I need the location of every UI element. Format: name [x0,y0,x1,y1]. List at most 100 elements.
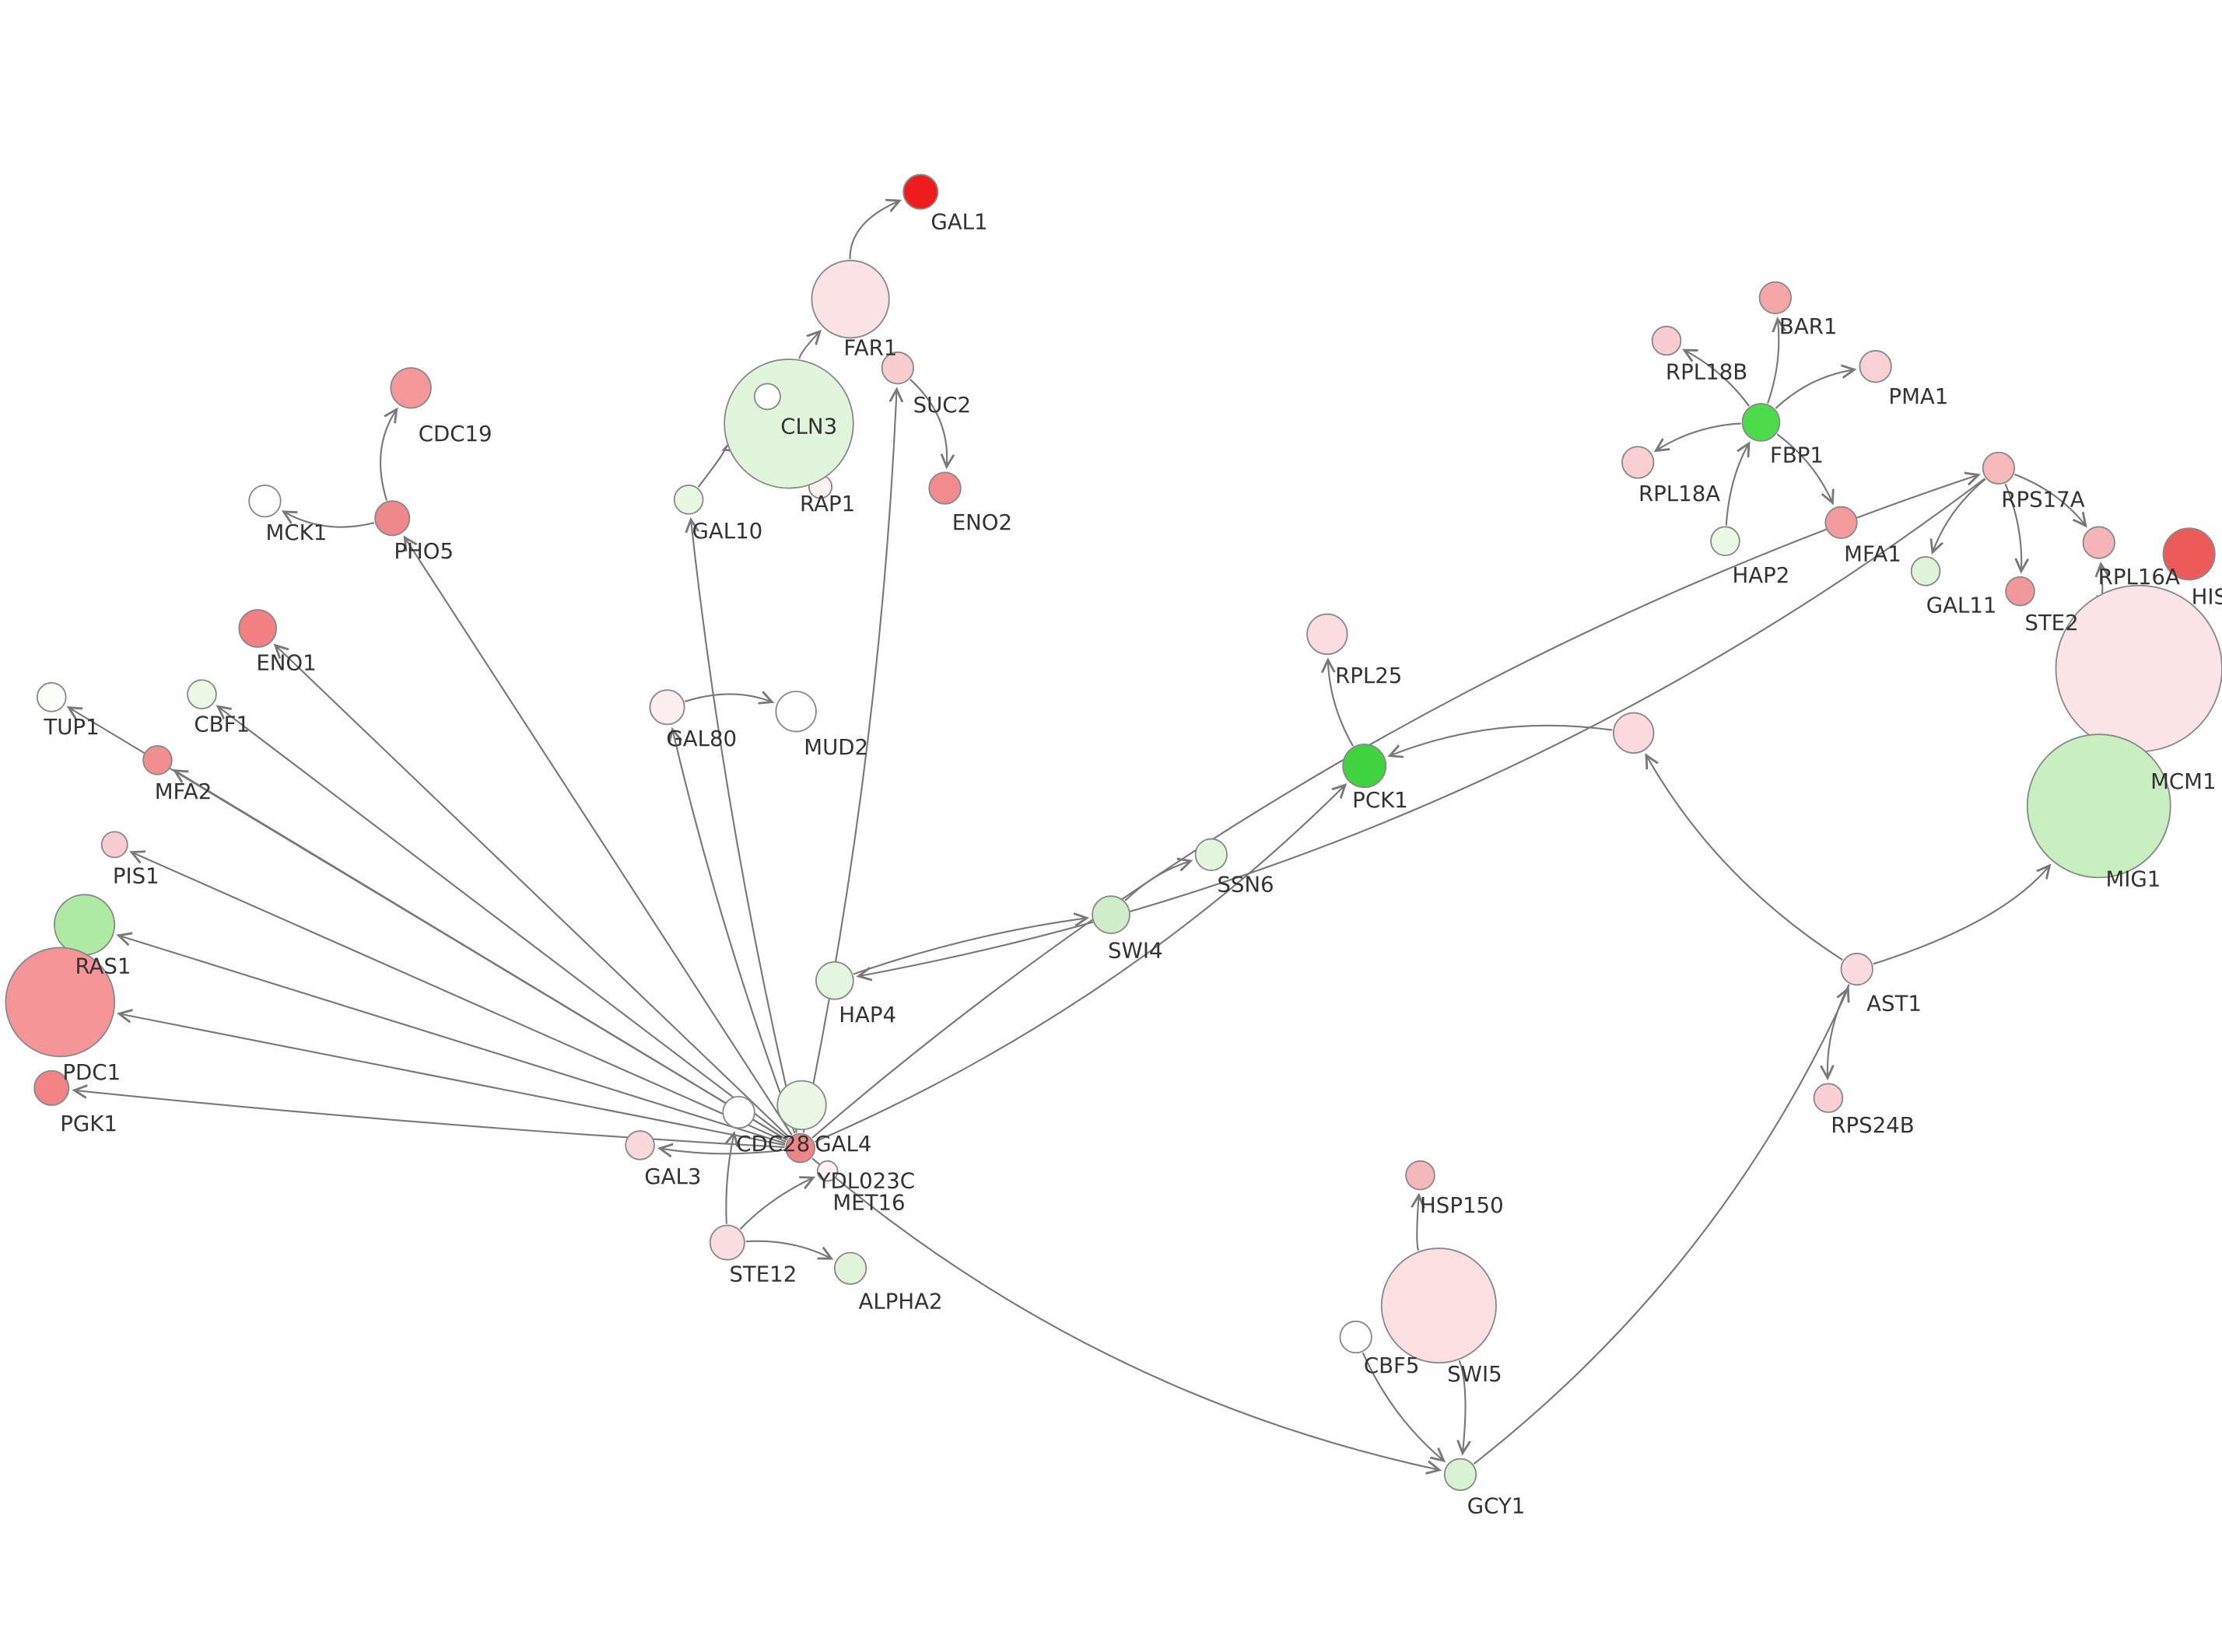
labels-layer: RAP1MCM1MIG1CLN3FAR1GAL1SUC2ENO2GAL10CDC… [43,208,2222,1518]
node-mig1[interactable] [2026,733,2171,879]
node-mfa1[interactable] [1824,506,1858,539]
node-cln3b[interactable] [753,383,781,411]
node-ste2[interactable] [2005,576,2035,607]
node-rpl18b[interactable] [1651,325,1682,356]
node-gal4[interactable] [785,1132,815,1164]
node-rpl18a[interactable] [1621,446,1655,479]
edge-gal4-gcy1 [811,1157,1439,1470]
node-label-cbf5: CBF5 [1364,1353,1420,1378]
node-label-his4: HIS4 [2192,584,2222,610]
node-cbf1[interactable] [187,679,217,709]
node-ast1[interactable] [1840,952,1873,986]
edge-gal80-mud2 [685,694,772,702]
node-pck1[interactable] [1342,744,1387,789]
node-label-gal80: GAL80 [666,726,737,751]
node-eno1[interactable] [238,609,278,648]
node-gal10[interactable] [673,485,704,515]
edge-ast1-rps24b [1828,984,1850,1078]
node-hap4[interactable] [815,961,854,1000]
node-cdc19[interactable] [390,367,432,409]
node-label-ste12: STE12 [729,1261,797,1286]
node-fbp1[interactable] [1741,403,1781,442]
node-gal1[interactable] [902,173,939,210]
node-pgk1[interactable] [33,1069,70,1106]
node-mck1[interactable] [248,485,282,518]
edge-fbp1-mfa1 [1776,433,1832,502]
node-label-mcm1: MCM1 [2150,768,2216,794]
node-alpha2[interactable] [833,1251,867,1285]
edge-gcy1-ast1 [1473,989,1848,1465]
node-label-gal3: GAL3 [644,1164,701,1189]
node-label-pck1: PCK1 [1352,787,1408,813]
node-label-eno1: ENO1 [256,649,316,675]
node-gal3[interactable] [625,1130,655,1160]
node-pis1[interactable] [100,831,128,859]
edge-gal4-gal80 [672,730,796,1134]
node-label-swi4: SWI4 [1108,937,1162,963]
node-label-bar1: BAR1 [1779,313,1838,339]
node-label-ydl023c: YDL023C [817,1168,915,1194]
node-ste12[interactable] [709,1224,745,1261]
node-ydl023c[interactable] [776,1080,827,1131]
node-far1[interactable] [811,260,890,339]
edge-gal4-mfa2 [174,771,787,1141]
node-gal11[interactable] [1910,556,1941,586]
node-met16[interactable] [816,1160,839,1182]
node-tup1[interactable] [36,682,67,712]
node-label-rps24b: RPS24B [1831,1112,1914,1138]
edge-cbf5-gcy1 [1362,1352,1444,1461]
node-eno2[interactable] [928,471,962,505]
edge-pho5-mck1 [283,512,375,528]
node-label-gal10: GAL10 [692,518,762,544]
node-label-pma1: PMA1 [1888,383,1948,409]
edge-pck1-rpl25 [1328,660,1354,747]
node-cdc28[interactable] [722,1095,755,1129]
node-rpl25[interactable] [1306,613,1348,656]
node-label-rps17a: RPS17A [2001,487,2084,513]
node-ssn6[interactable] [1194,838,1228,871]
node-label-cdc19: CDC19 [419,421,492,446]
node-swi4[interactable] [1092,895,1130,934]
edge-gal4-pis1 [131,852,787,1143]
node-label-rpl18a: RPL18A [1638,481,1720,506]
node-gcy1[interactable] [1443,1458,1477,1491]
node-label-pis1: PIS1 [113,863,159,889]
node-nodex[interactable] [1612,712,1655,754]
node-hsp150[interactable] [1405,1160,1435,1191]
edge-far1-gal1 [849,201,899,260]
edge-gal4-suc2 [802,390,897,1133]
node-pma1[interactable] [1859,350,1892,383]
node-label-alpha2: ALPHA2 [858,1288,942,1314]
node-bar1[interactable] [1758,281,1793,315]
edge-fbp1-rpl18b [1684,350,1751,407]
node-rps17a[interactable] [1982,451,2016,485]
edge-rps17a-gal11 [1933,478,1986,552]
node-swi5[interactable] [1380,1248,1497,1364]
edge-rps17a-ste2 [2004,483,2021,571]
node-cbf5[interactable] [1339,1320,1372,1354]
node-suc2[interactable] [881,351,914,385]
node-label-hap4: HAP4 [839,1002,896,1027]
node-label-mfa1: MFA1 [1844,541,1901,566]
node-ras1[interactable] [54,894,116,956]
edge-gal4-pgk1 [75,1090,785,1149]
node-pdc1[interactable] [5,947,116,1058]
node-pho5[interactable] [374,500,411,537]
node-mcm1[interactable] [2055,584,2222,753]
edge-fbp1-pma1 [1775,369,1854,410]
node-mfa2[interactable] [142,745,173,775]
node-rps24b[interactable] [1813,1083,1844,1114]
node-label-mig1: MIG1 [2105,866,2161,891]
edge-gal4-pdc1 [119,1013,786,1146]
node-label-far1: FAR1 [843,334,897,360]
node-gal80[interactable] [649,689,685,726]
node-rpl16a[interactable] [2082,526,2115,559]
node-mud2[interactable] [775,691,817,733]
edge-rps17a-hap4 [859,478,1985,976]
node-label-mck1: MCK1 [266,520,328,545]
edge-ast1-mig1 [1873,866,2050,965]
node-his4[interactable] [2162,527,2216,581]
node-hap2[interactable] [1710,526,1740,557]
